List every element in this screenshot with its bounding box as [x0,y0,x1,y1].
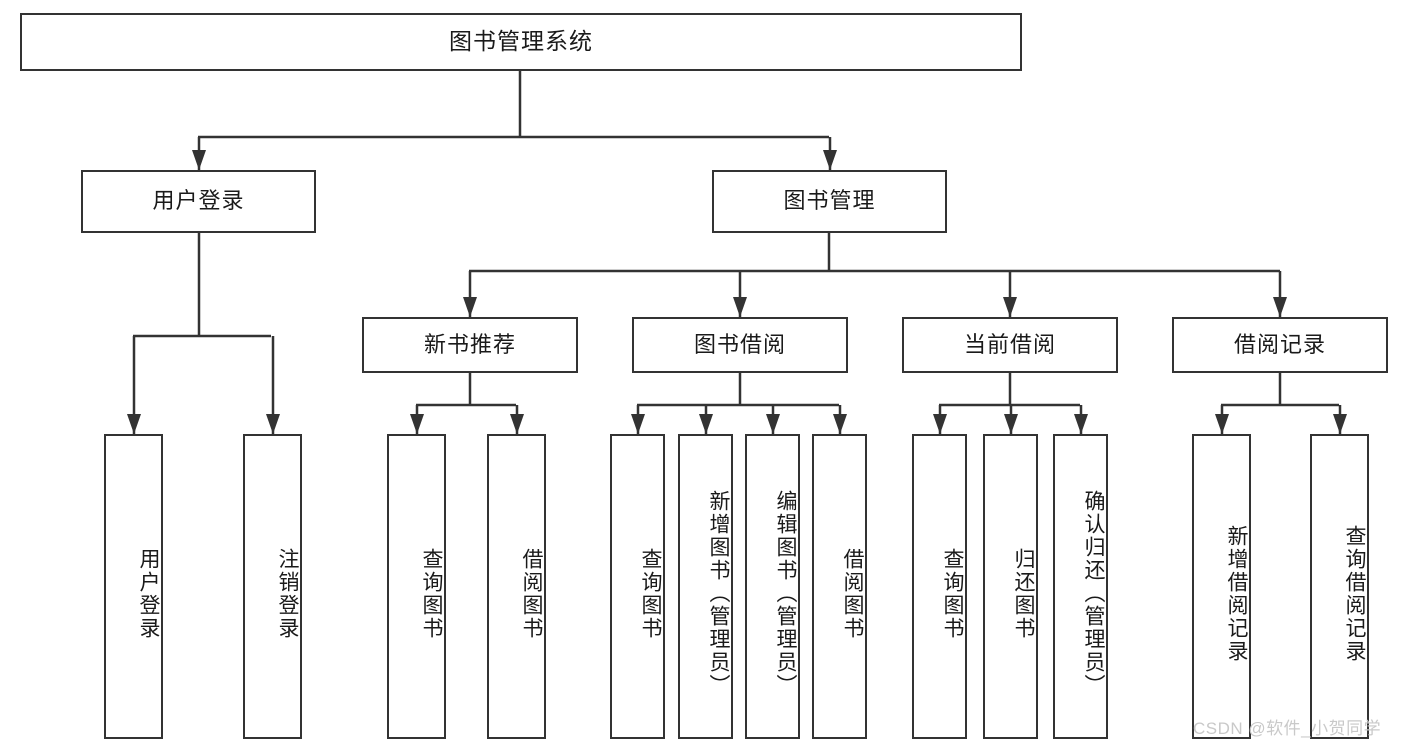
arrowhead-book-manage [823,150,837,170]
node-leaf-leaf-query-book-current[interactable]: 查询图书 [912,434,967,739]
arrowhead-leaf-return-book [1004,414,1018,434]
node-label: 借阅图书 [841,547,864,640]
node-level3-borrow-record[interactable]: 借阅记录 [1172,317,1388,373]
node-leaf-leaf-user-login[interactable]: 用户登录 [104,434,163,739]
node-leaf-leaf-borrow-book[interactable]: 借阅图书 [812,434,867,739]
node-leaf-leaf-add-record[interactable]: 新增借阅记录 [1192,434,1251,739]
node-leaf-leaf-borrow-book-rec[interactable]: 借阅图书 [487,434,546,739]
arrowhead-leaf-query-book-rec [410,414,424,434]
node-label: 编辑图书（管理员） [774,490,797,697]
node-label: 图书借阅 [693,331,786,357]
node-leaf-leaf-confirm-return[interactable]: 确认归还（管理员） [1053,434,1108,739]
node-label: 新书推荐 [423,331,516,357]
watermark-text: CSDN @软件_小贺同学 [1193,719,1382,738]
node-leaf-leaf-add-book[interactable]: 新增图书（管理员） [678,434,733,739]
arrowhead-leaf-borrow-book-rec [510,414,524,434]
node-level3-new-book-recommend[interactable]: 新书推荐 [362,317,578,373]
node-label: 图书管理 [783,188,876,214]
node-label: 查询图书 [639,547,662,640]
node-label: 借阅记录 [1233,331,1326,357]
node-label: 查询图书 [941,547,964,640]
node-label: 新增借阅记录 [1225,524,1248,663]
arrowhead-leaf-add-book [699,414,713,434]
node-root-root[interactable]: 图书管理系统 [20,13,1022,71]
arrowhead-book-borrow [733,297,747,317]
node-label: 借阅图书 [520,547,543,640]
arrowhead-leaf-user-logout [266,414,280,434]
node-label: 查询借阅记录 [1343,524,1366,663]
arrowhead-leaf-edit-book [766,414,780,434]
node-level2-user-login[interactable]: 用户登录 [81,170,316,233]
arrowhead-current-borrow [1003,297,1017,317]
node-label: 当前借阅 [963,331,1056,357]
node-leaf-leaf-edit-book[interactable]: 编辑图书（管理员） [745,434,800,739]
arrowhead-new-book-recommend [463,297,477,317]
node-label: 用户登录 [137,547,160,640]
arrowhead-leaf-query-book-borrow [631,414,645,434]
arrowhead-leaf-user-login [127,414,141,434]
node-label: 用户登录 [152,188,245,214]
node-leaf-leaf-query-book-rec[interactable]: 查询图书 [387,434,446,739]
arrowhead-leaf-query-record [1333,414,1347,434]
node-leaf-leaf-query-record[interactable]: 查询借阅记录 [1310,434,1369,739]
arrowhead-borrow-record [1273,297,1287,317]
node-label: 注销登录 [276,547,299,640]
node-level2-book-manage[interactable]: 图书管理 [712,170,947,233]
node-level3-book-borrow[interactable]: 图书借阅 [632,317,848,373]
arrowhead-leaf-query-book-current [933,414,947,434]
node-label: 查询图书 [420,547,443,640]
node-level3-current-borrow[interactable]: 当前借阅 [902,317,1118,373]
node-label: 新增图书（管理员） [707,490,730,697]
node-label: 确认归还（管理员） [1082,490,1105,697]
arrowhead-leaf-confirm-return [1074,414,1088,434]
arrowhead-leaf-add-record [1215,414,1229,434]
node-label: 图书管理系统 [449,28,593,55]
arrowhead-user-login [192,150,206,170]
node-leaf-leaf-user-logout[interactable]: 注销登录 [243,434,302,739]
arrowhead-leaf-borrow-book [833,414,847,434]
node-leaf-leaf-return-book[interactable]: 归还图书 [983,434,1038,739]
node-label: 归还图书 [1012,547,1035,640]
node-leaf-leaf-query-book-borrow[interactable]: 查询图书 [610,434,665,739]
